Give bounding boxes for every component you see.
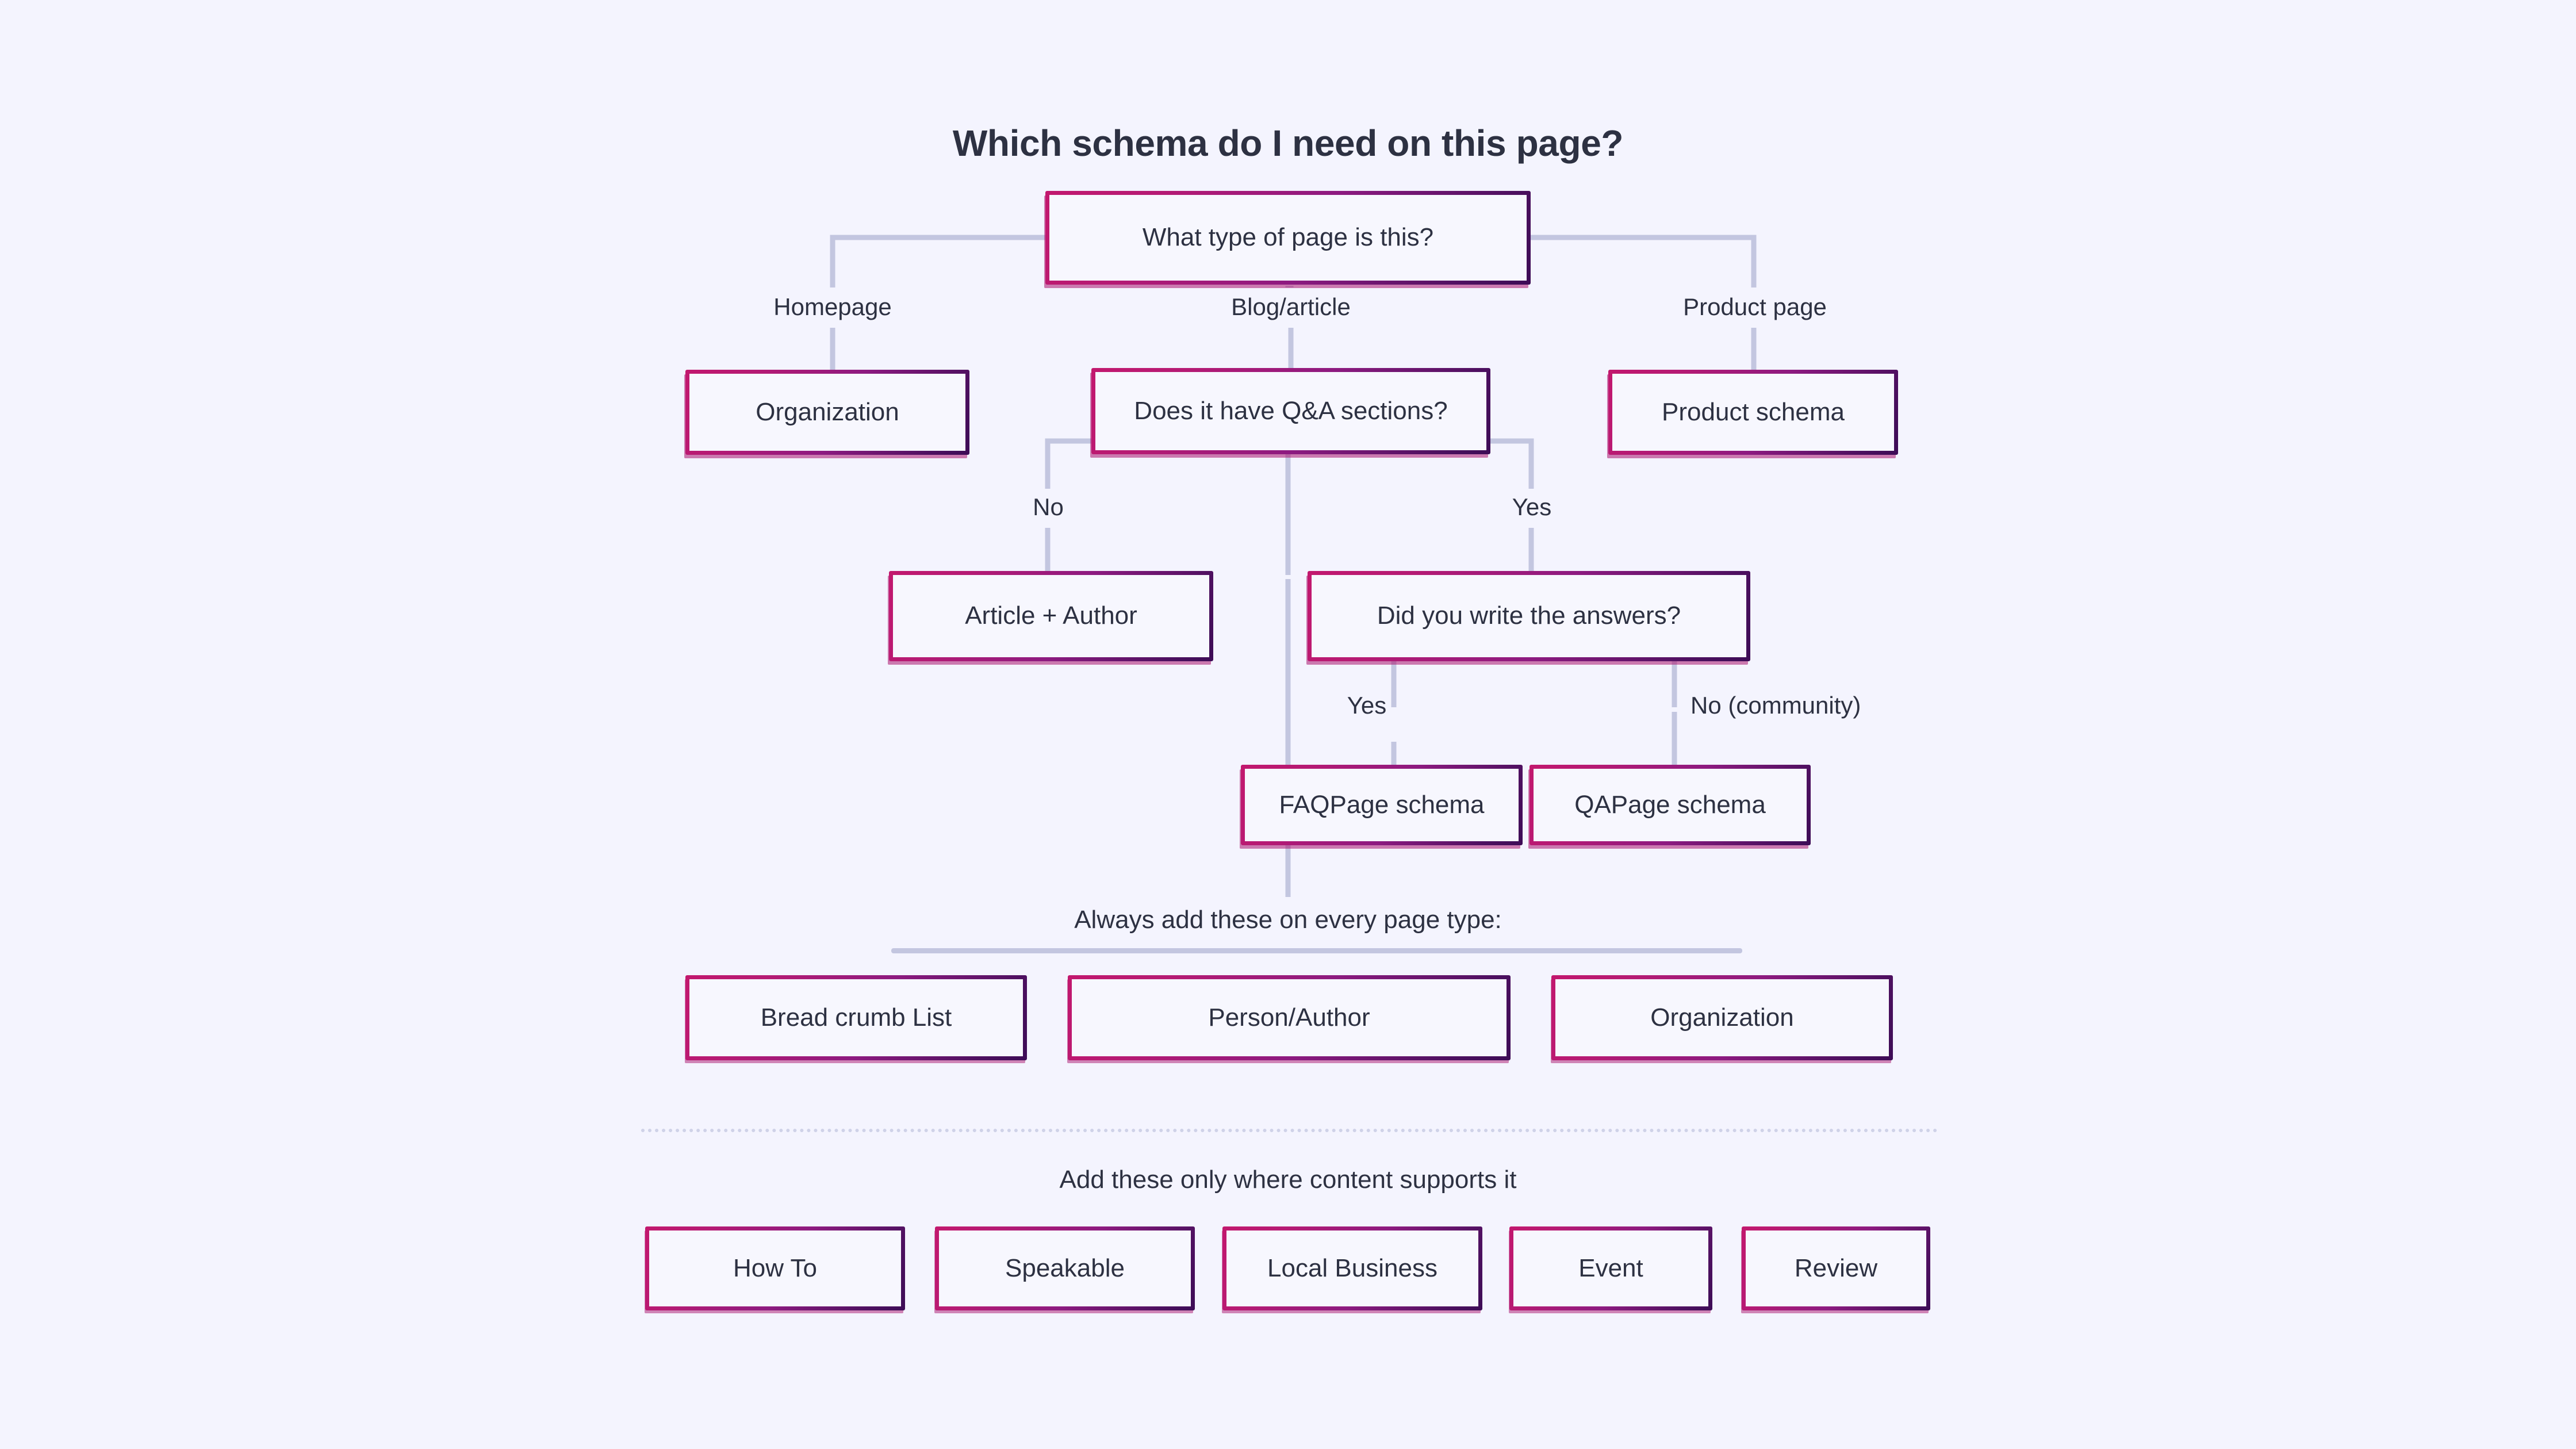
- node-root-page-type[interactable]: What type of page is this?: [1045, 191, 1531, 285]
- node-review[interactable]: Review: [1742, 1226, 1930, 1310]
- node-has-qa-sections[interactable]: Does it have Q&A sections?: [1091, 368, 1490, 454]
- node-did-you-write-answers[interactable]: Did you write the answers?: [1308, 571, 1750, 661]
- node-faqpage-schema[interactable]: FAQPage schema: [1241, 765, 1523, 845]
- edge-label-qa-no: No: [1033, 493, 1064, 520]
- page-title: Which schema do I need on this page?: [952, 122, 1624, 164]
- node-person-author[interactable]: Person/Author: [1068, 975, 1511, 1060]
- conditional-section-divider: [641, 1129, 1938, 1132]
- edge-label-homepage: Homepage: [773, 293, 892, 320]
- node-organization-homepage[interactable]: Organization: [685, 370, 969, 455]
- node-organization-always[interactable]: Organization: [1551, 975, 1893, 1060]
- node-product-schema[interactable]: Product schema: [1608, 370, 1898, 455]
- conditional-add-caption: Add these only where content supports it: [1059, 1166, 1517, 1194]
- always-add-divider: [891, 948, 1742, 953]
- edge-label-answers-no-community: No (community): [1690, 692, 1861, 719]
- edge-label-product-page: Product page: [1683, 293, 1827, 320]
- always-add-caption: Always add these on every page type:: [1074, 906, 1502, 934]
- node-how-to[interactable]: How To: [645, 1226, 905, 1310]
- edge-label-answers-yes: Yes: [1347, 692, 1387, 719]
- edge-label-qa-yes: Yes: [1512, 493, 1552, 520]
- node-breadcrumb-list[interactable]: Bread crumb List: [685, 975, 1027, 1060]
- node-local-business[interactable]: Local Business: [1222, 1226, 1482, 1310]
- node-event[interactable]: Event: [1509, 1226, 1712, 1310]
- node-article-plus-author[interactable]: Article + Author: [889, 571, 1213, 661]
- node-speakable[interactable]: Speakable: [935, 1226, 1195, 1310]
- edge-label-blog-article: Blog/article: [1231, 293, 1351, 320]
- node-qapage-schema[interactable]: QAPage schema: [1529, 765, 1811, 845]
